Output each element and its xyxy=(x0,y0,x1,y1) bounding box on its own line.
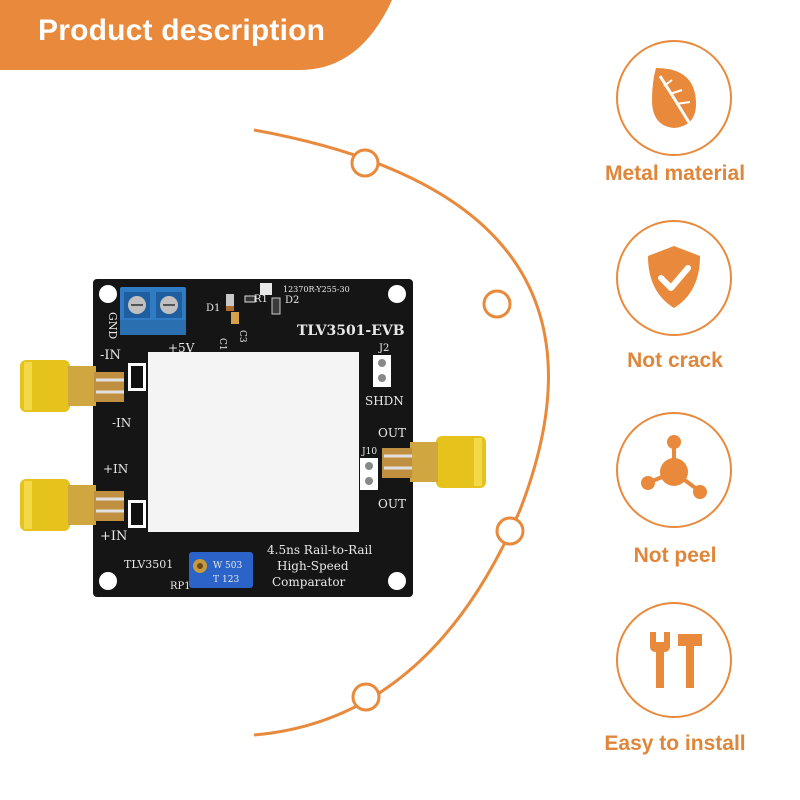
arc-ring xyxy=(350,148,380,178)
feature-label: Metal material xyxy=(604,162,746,185)
leaf-icon xyxy=(616,40,732,156)
label-plus-in-bottom: +IN xyxy=(100,529,127,544)
label-j10: J10 xyxy=(361,447,377,457)
label-r1: R1 xyxy=(254,294,268,305)
board-desc-line1: 4.5ns Rail-to-Rail xyxy=(267,543,372,557)
header-banner: Product description xyxy=(0,0,800,70)
banner-shape xyxy=(0,0,392,70)
label-d1: D1 xyxy=(206,303,220,314)
label-c3: C3 xyxy=(237,330,247,343)
arc-ring xyxy=(482,289,512,319)
board-desc-line3: Comparator xyxy=(272,575,346,589)
arc-ring xyxy=(495,516,525,546)
pot-w: W xyxy=(213,561,223,571)
label-5v: +5V xyxy=(168,341,195,355)
feature-label: Easy to install xyxy=(604,732,746,755)
label-plus-in-mid: +IN xyxy=(103,462,128,476)
feature-label: Not crack xyxy=(627,349,723,372)
label-c1: C1 xyxy=(217,338,227,351)
label-chip: TLV3501 xyxy=(124,558,173,571)
label-d2: D2 xyxy=(285,295,299,306)
board-serial: 12370R-Y255-30 xyxy=(283,285,350,294)
pot-code: 503 xyxy=(225,561,242,571)
label-j2: J2 xyxy=(378,343,389,354)
label-shdn: SHDN xyxy=(365,394,404,408)
arc-ring xyxy=(351,682,381,712)
molecule-icon xyxy=(616,412,732,528)
label-minus-in-top: -IN xyxy=(100,348,121,363)
label-minus-in-mid: -IN xyxy=(112,416,131,430)
feature-label: Not peel xyxy=(633,544,717,567)
label-out-top: OUT xyxy=(378,426,406,440)
label-gnd: GND xyxy=(106,312,119,339)
label-out-bottom: OUT xyxy=(378,497,406,511)
pot-t: T xyxy=(213,575,219,585)
board-model: TLV3501-EVB xyxy=(297,323,405,339)
banner-title: Product description xyxy=(38,14,326,47)
label-rp1: RP1 xyxy=(170,581,191,592)
shield-check-icon xyxy=(616,220,732,336)
board-desc-line2: High-Speed xyxy=(277,559,349,573)
pot-num: 123 xyxy=(222,575,239,585)
tools-icon xyxy=(616,602,732,718)
